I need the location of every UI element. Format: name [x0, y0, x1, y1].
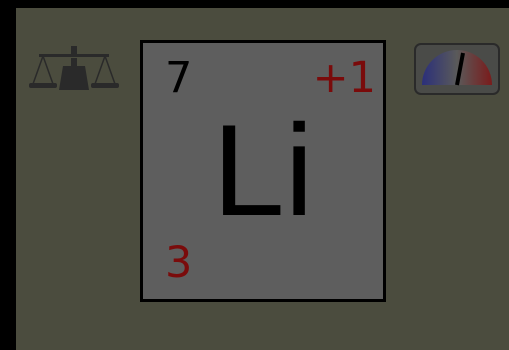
mass-number: 7: [165, 53, 193, 103]
balance-scale-icon[interactable]: [27, 44, 123, 96]
charge-meter-icon[interactable]: [414, 43, 500, 95]
net-charge: +1: [312, 53, 376, 103]
element-tile[interactable]: 7 +1 Li 3: [140, 40, 386, 302]
atomic-number: 3: [165, 238, 193, 288]
element-symbol: Li: [212, 97, 314, 243]
